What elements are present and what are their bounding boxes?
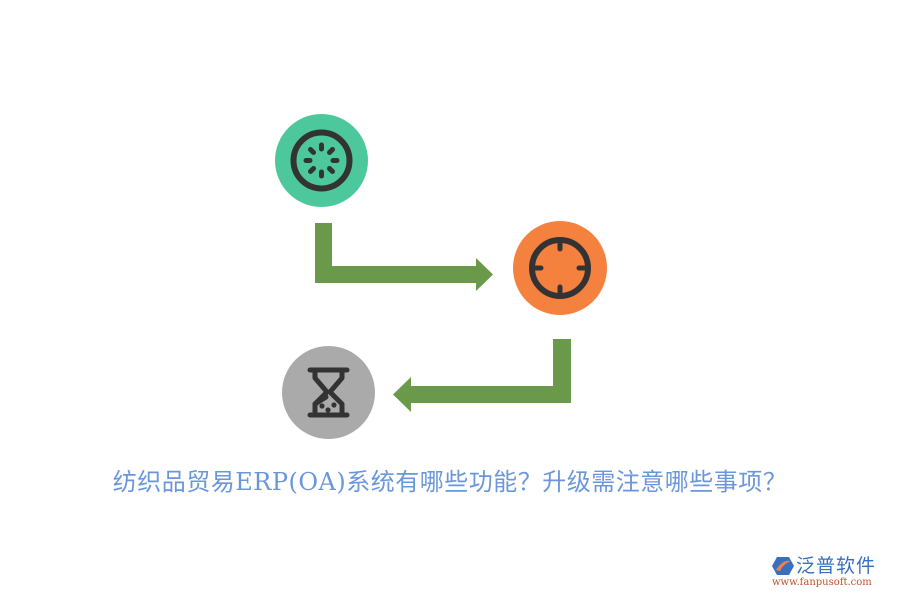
step-3-node (282, 346, 375, 439)
brand-mark-icon (772, 557, 794, 575)
step-2-node (513, 221, 607, 315)
brand-url[interactable]: www.fanpusoft.com (772, 577, 872, 588)
brand-logo[interactable]: 泛普软件 www.fanpusoft.com (768, 553, 898, 593)
step-1-node (275, 114, 368, 207)
crosshair-target-icon (529, 237, 591, 299)
brand-name: 泛普软件 (796, 555, 877, 577)
loading-spinner-icon (290, 129, 353, 192)
arrow-step1-to-step2 (315, 223, 493, 291)
hourglass-icon (307, 367, 350, 418)
diagram-title: 纺织品贸易ERP(OA)系统有哪些功能？升级需注意哪些事项？ (112, 468, 788, 496)
arrow-step2-to-step3 (393, 339, 571, 412)
